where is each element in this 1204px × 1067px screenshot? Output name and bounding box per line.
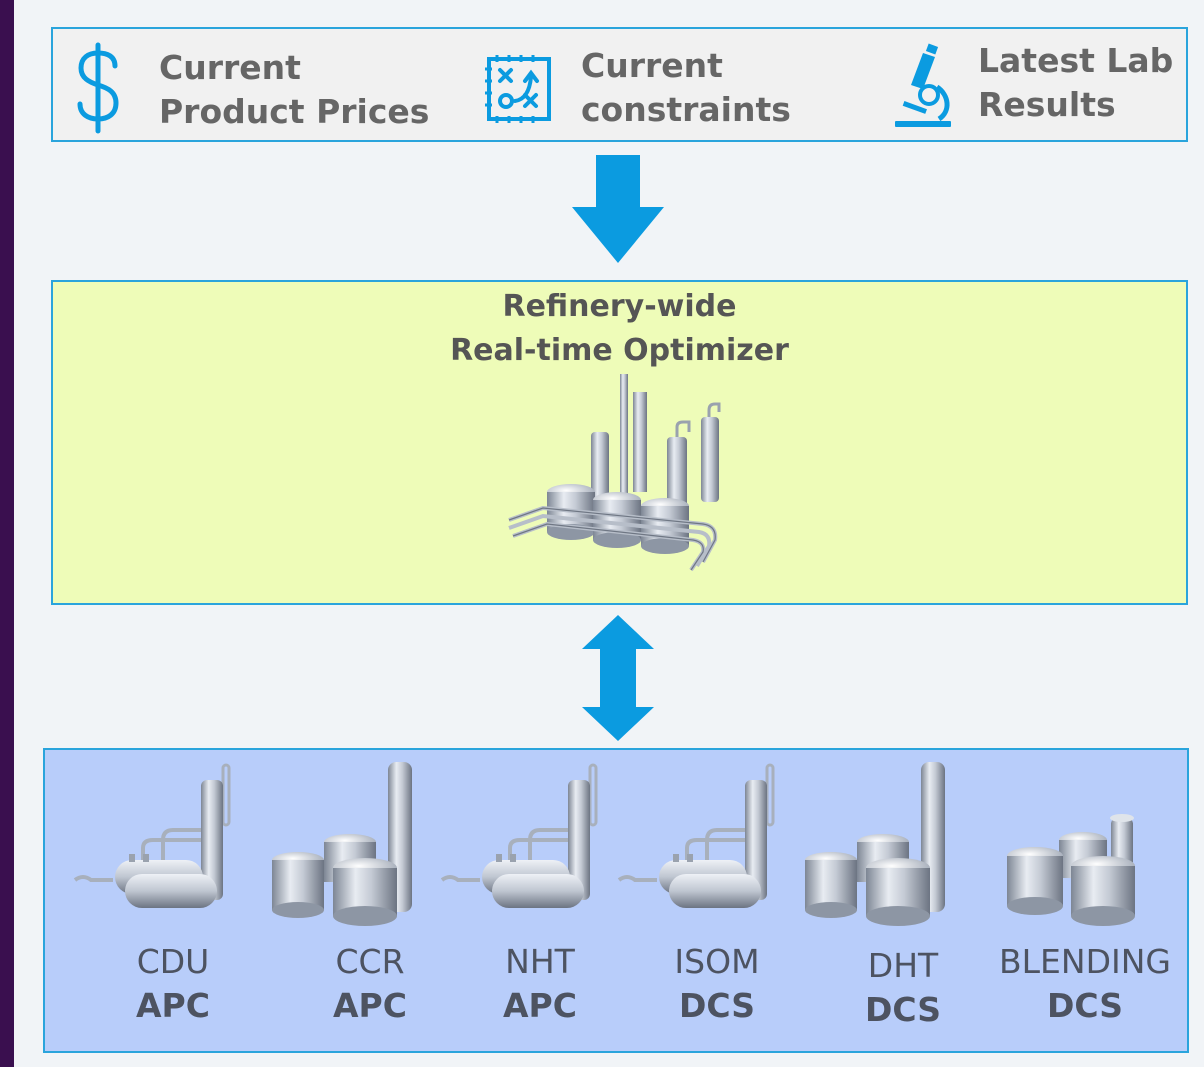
distillation-unit-icon xyxy=(73,763,231,908)
prices-label-line2: Product Prices xyxy=(159,92,430,131)
unit-name: CDU xyxy=(136,942,210,981)
input-current-constraints: Current constraints xyxy=(473,29,813,140)
unit-ccr: CCR APC xyxy=(272,750,460,1050)
optimizer-title-line2: Real-time Optimizer xyxy=(450,333,789,368)
unit-name: BLENDING xyxy=(999,942,1171,981)
tank-column-unit-icon xyxy=(805,762,945,926)
inputs-panel: Current Product Prices Current constrain… xyxy=(51,27,1188,142)
tank-column-unit-icon xyxy=(272,762,412,926)
optimizer-title-line1: Refinery-wide xyxy=(502,289,737,324)
dollar-icon xyxy=(77,42,119,134)
input-product-prices: Current Product Prices xyxy=(53,29,433,140)
microscope-icon xyxy=(895,43,951,127)
realtime-optimizer-panel: Refinery-wide Real-time Optimizer xyxy=(51,280,1188,605)
constraints-label-line1: Current xyxy=(581,46,723,85)
distillation-unit-icon xyxy=(617,763,775,908)
input-latest-lab-results: Latest Lab Results xyxy=(883,29,1183,140)
unit-isom: ISOM DCS xyxy=(617,750,807,1050)
unit-name: NHT xyxy=(505,942,575,981)
unit-control-system: APC xyxy=(333,986,407,1025)
unit-nht: NHT APC xyxy=(440,750,630,1050)
unit-control-system: DCS xyxy=(865,990,941,1029)
unit-control-system: DCS xyxy=(1047,986,1123,1025)
unit-name: DHT xyxy=(867,946,939,985)
unit-name: ISOM xyxy=(674,942,760,981)
unit-dht: DHT DCS xyxy=(805,750,993,1050)
unit-name: CCR xyxy=(335,942,405,981)
down-arrow xyxy=(572,155,664,263)
unit-blending: BLENDING DCS xyxy=(995,750,1175,1050)
bidirectional-arrow xyxy=(582,615,654,741)
strategy-board-icon xyxy=(485,55,551,123)
prices-label-line1: Current xyxy=(159,48,301,87)
constraints-label-line2: constraints xyxy=(581,90,791,129)
refinery-plant-icon xyxy=(508,374,721,572)
lab-label-line2: Results xyxy=(978,85,1116,124)
distillation-unit-icon xyxy=(440,763,598,908)
unit-cdu: CDU APC xyxy=(73,750,263,1050)
lab-label-line1: Latest Lab xyxy=(978,41,1174,80)
unit-control-system: DCS xyxy=(679,986,755,1025)
unit-control-system: APC xyxy=(136,986,210,1025)
tank-farm-icon xyxy=(1007,814,1135,926)
unit-control-system: APC xyxy=(503,986,577,1025)
